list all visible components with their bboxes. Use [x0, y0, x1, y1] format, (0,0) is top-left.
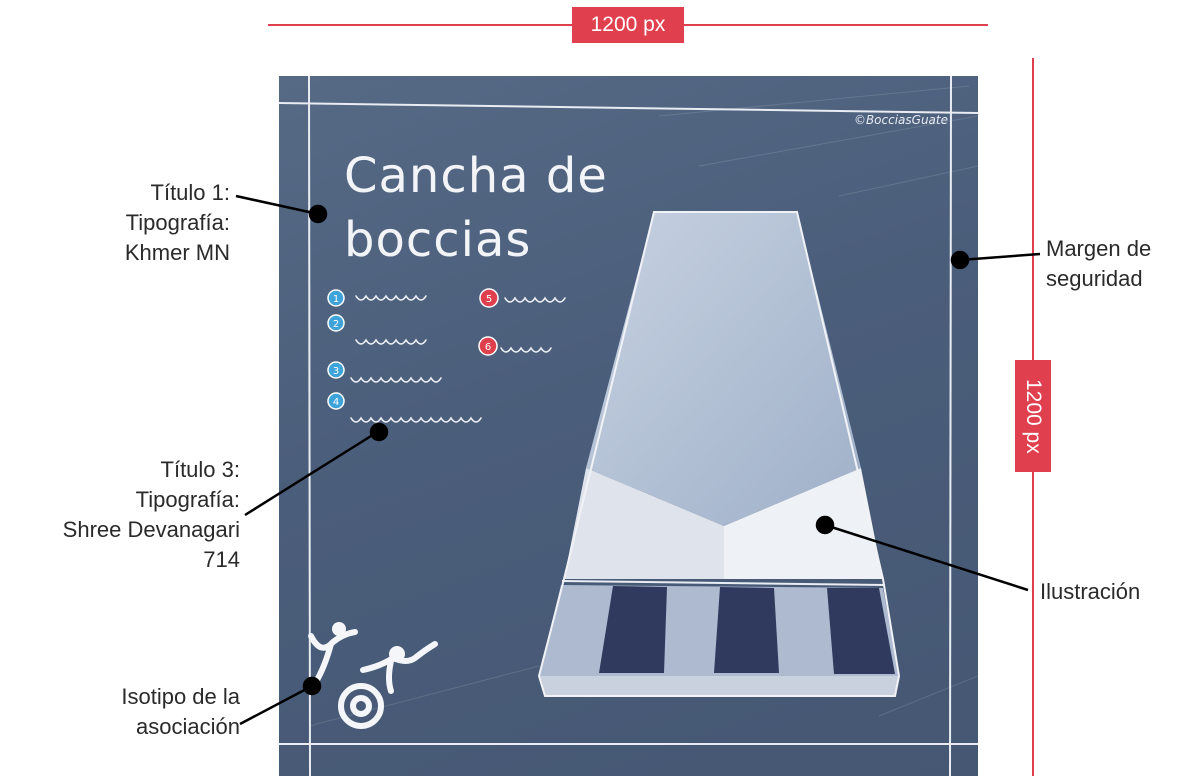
legend-marker-3 — [327, 361, 345, 379]
court-outline — [537, 211, 901, 697]
throwing-box-4 — [714, 587, 779, 673]
callout-title1: Título 1: Tipografía: Khmer MN — [124, 180, 230, 265]
callout-illustration: Ilustración — [1040, 579, 1141, 604]
chalkboard-poster: 1 2 3 4 5 6 — [279, 76, 978, 776]
legend-marker-1-label: 1 — [333, 294, 339, 305]
throwing-box-6 — [827, 588, 895, 674]
safety-margin-lines — [279, 76, 978, 776]
court-top-section — [586, 212, 861, 526]
height-dimension-badge: 1200 px — [1015, 360, 1051, 472]
poster-title: Cancha de boccias — [344, 148, 608, 268]
legend-marker-5 — [479, 288, 499, 308]
board-drawing: 1 2 3 4 5 6 — [279, 76, 978, 776]
chalk-streaks — [308, 85, 978, 727]
legend-marker-4 — [327, 392, 345, 410]
legend-marker-5-label: 5 — [486, 294, 492, 305]
association-isotype — [308, 622, 438, 729]
legend-marker-6-label: 6 — [485, 342, 491, 353]
court-bottom-left — [564, 468, 724, 579]
court-front-edge — [539, 676, 899, 696]
legend-marker-2 — [327, 314, 345, 332]
legend-marker-2-label: 2 — [333, 319, 339, 330]
copyright-text: ©BocciasGuate — [853, 113, 948, 127]
throwing-box-2 — [599, 586, 667, 673]
legend-list: 1 2 3 4 5 6 — [327, 288, 566, 423]
placeholder-squiggles — [350, 294, 566, 423]
legend-marker-6 — [478, 336, 498, 356]
legend-marker-1 — [327, 289, 345, 307]
width-dimension-badge: 1200 px — [572, 7, 684, 43]
callout-margin: Margen de seguridad — [1046, 236, 1152, 291]
legend-marker-3-label: 3 — [333, 366, 339, 377]
callout-logo: Isotipo de la asociación — [121, 684, 240, 739]
legend-marker-4-label: 4 — [333, 397, 339, 408]
court-illustration — [537, 211, 901, 697]
callout-title3: Título 3: Tipografía: Shree Devanagari 7… — [62, 457, 240, 572]
